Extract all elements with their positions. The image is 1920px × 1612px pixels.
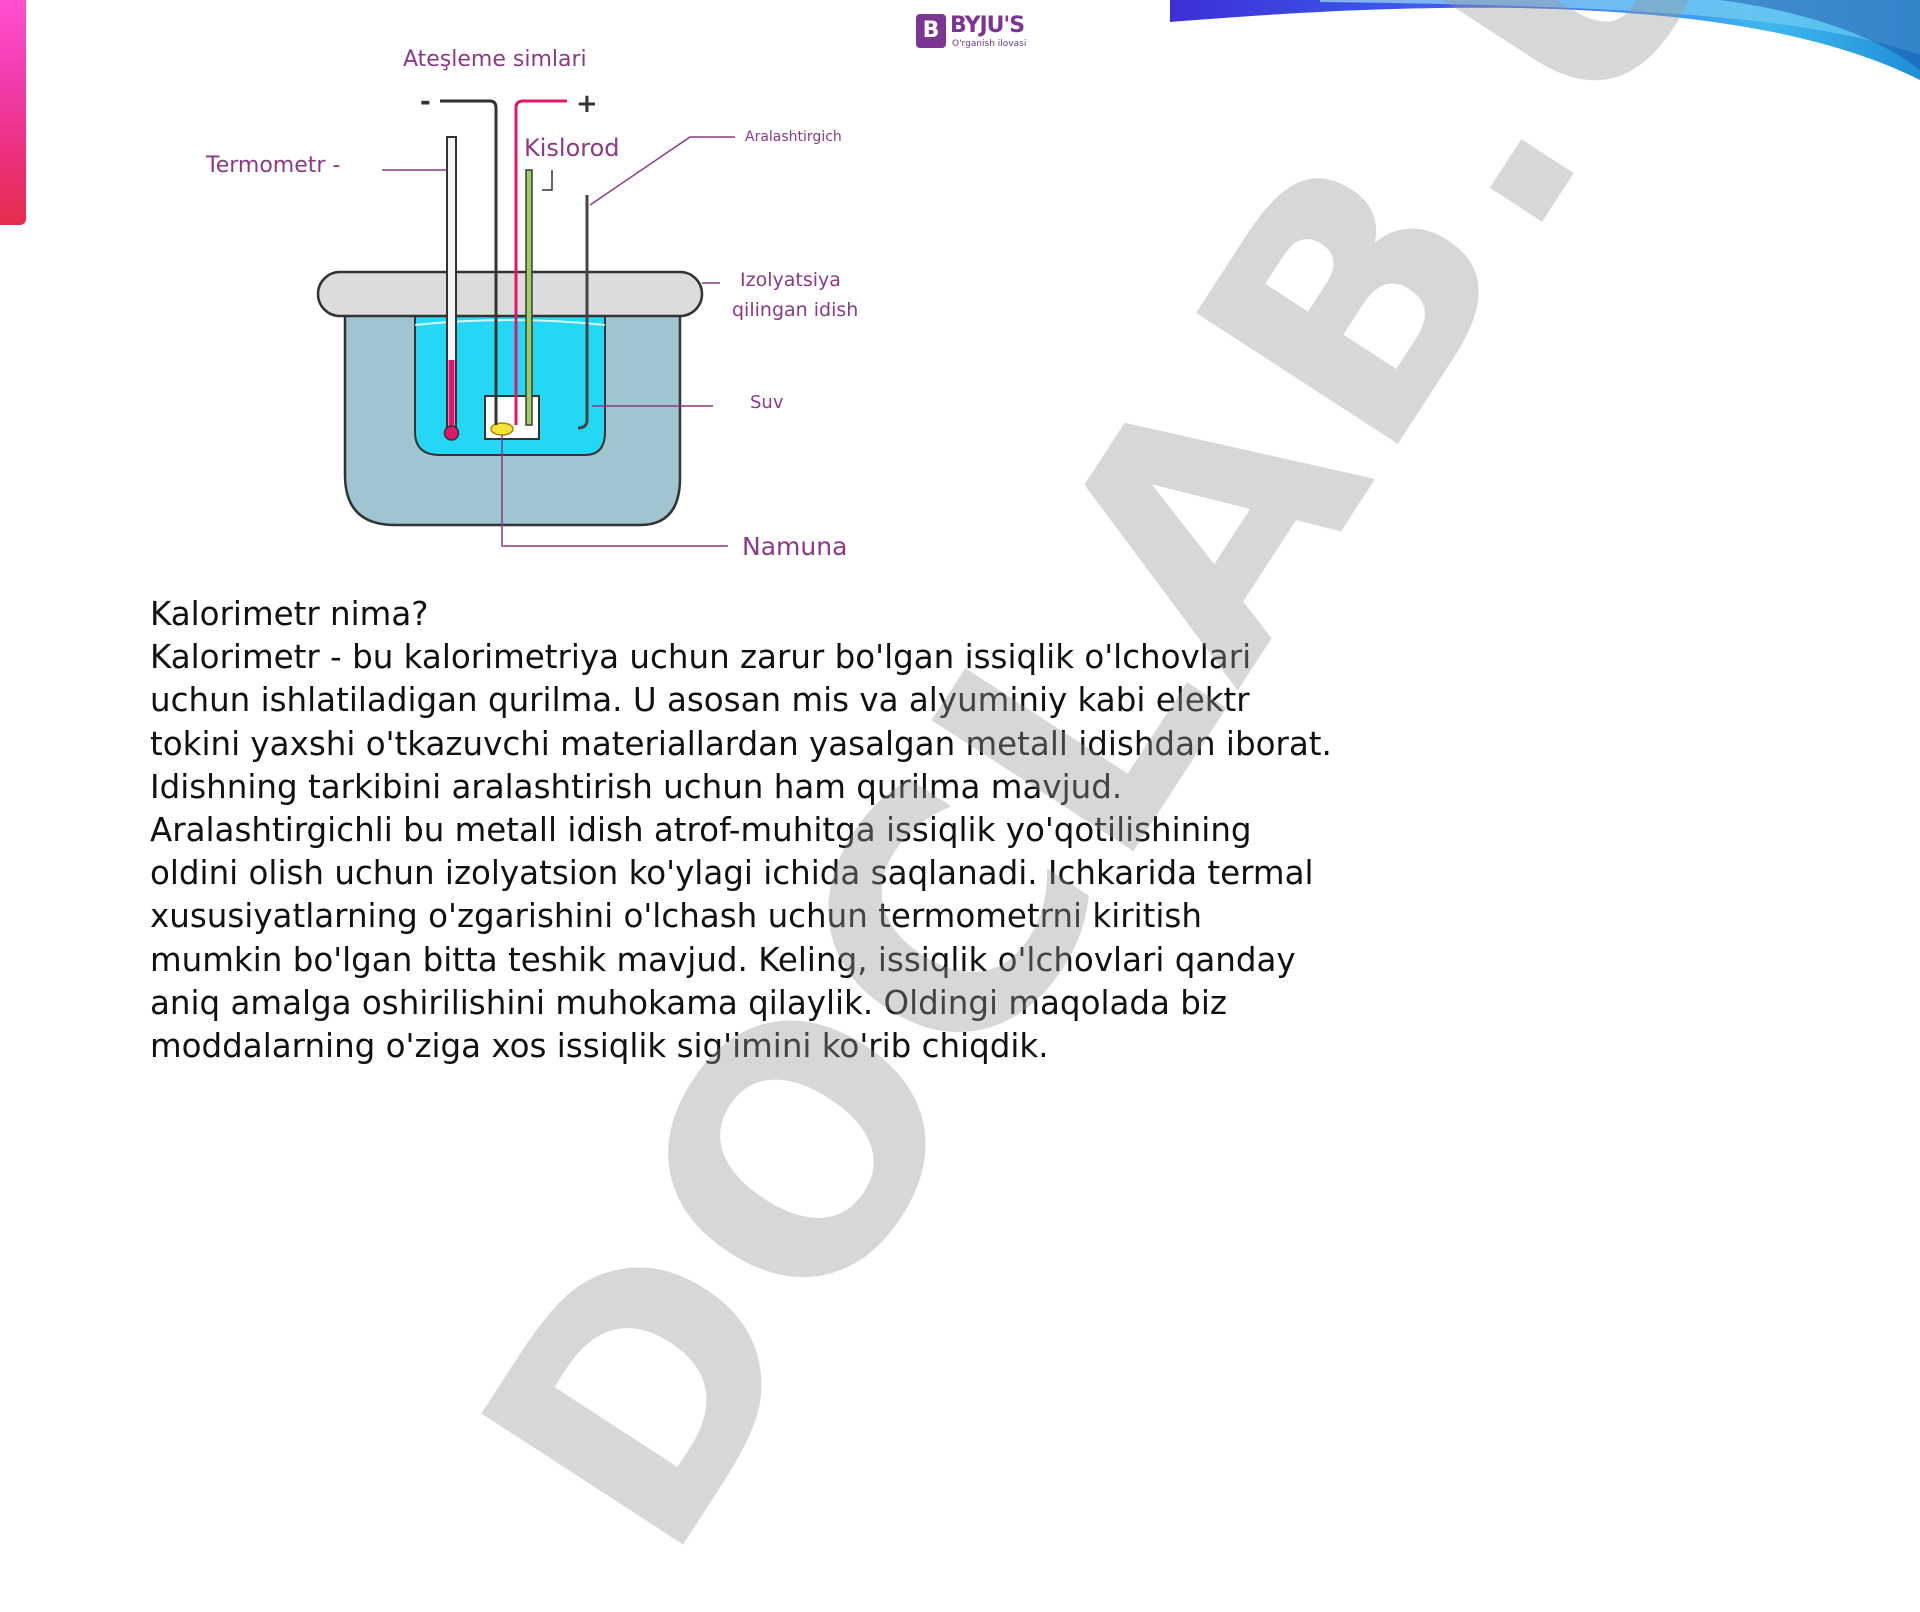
label-minus: - — [420, 87, 431, 117]
logo-mark: B — [916, 14, 946, 48]
inner-vessel — [414, 304, 606, 456]
content-line: aniq amalga oshirilishini muhokama qilay… — [150, 983, 1227, 1022]
content-line: Aralashtirgichli bu metall idish atrof-m… — [150, 811, 1252, 850]
sample-pellet — [490, 422, 514, 436]
label-thermometer: Termometr - — [205, 153, 340, 178]
content-line: oldini olish uchun izolyatsion ko'ylagi … — [150, 854, 1314, 893]
label-oxygen: Kislorod — [524, 134, 620, 162]
calorimeter-diagram-svg: Ateşleme simlari - + Termometr - Kisloro… — [205, 47, 858, 561]
content-heading: Kalorimetr nima? — [150, 595, 429, 633]
top-right-swoosh — [1170, 0, 1920, 80]
content-line: mumkin bo'lgan bitta teshik mavjud. Keli… — [150, 940, 1296, 979]
ignition-wire-positive — [514, 99, 567, 425]
logo-tagline: O'rganish ilovasi — [952, 39, 1027, 49]
label-insulated-line1: Izolyatsiya — [740, 269, 841, 291]
content-line: moddalarning o'ziga xos issiqlik sig'imi… — [150, 1027, 1049, 1066]
thermometer-bulb — [443, 425, 460, 441]
label-insulated-line2: qilingan idish — [732, 299, 858, 321]
label-sample: Namuna — [742, 532, 847, 561]
label-plus: + — [576, 89, 598, 119]
label-stirrer: Aralashtirgich — [745, 129, 842, 145]
label-ignition-wires: Ateşleme simlari — [403, 47, 587, 72]
label-water: Suv — [750, 392, 784, 413]
content-line: uchun ishlatiladigan qurilma. U asosan m… — [150, 681, 1250, 720]
lid — [316, 270, 704, 318]
calorimeter-diagram: Ateşleme simlari - + Termometr - Kisloro… — [180, 0, 1060, 585]
byjus-logo: B BYJU'S O'rganish ilovasi — [914, 10, 1034, 56]
oxygen-tube — [525, 169, 533, 426]
content-line: Kalorimetr - bu kalorimetriya uchun zaru… — [150, 638, 1252, 677]
logo-name: BYJU'S — [950, 13, 1025, 38]
ignition-wire-negative — [440, 99, 498, 425]
left-accent-strip — [0, 0, 26, 225]
content-line: xususiyatlarning o'zgarishini o'lchash u… — [150, 897, 1202, 936]
content-line: Idishning tarkibini aralashtirish uchun … — [150, 767, 1123, 806]
content-line: tokini yaxshi o'tkazuvchi materiallardan… — [150, 724, 1332, 763]
stirrer-rod — [577, 195, 589, 430]
content-text: Kalorimetr nima? Kalorimetr - bu kalorim… — [150, 593, 1410, 1068]
